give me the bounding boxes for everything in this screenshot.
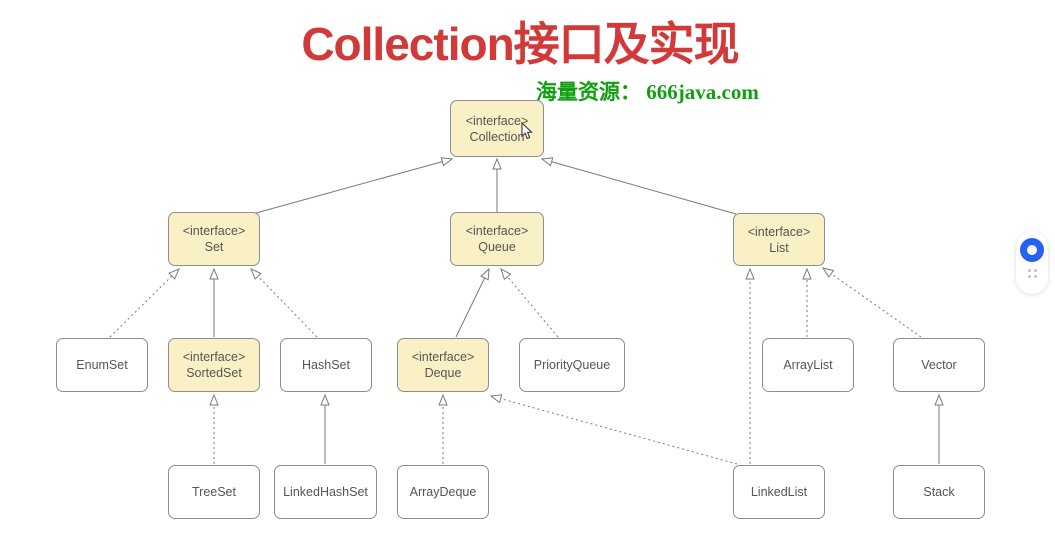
node-stack-name: Stack (923, 485, 955, 499)
node-linkedlist-name: LinkedList (750, 485, 808, 499)
node-linkedhashset: LinkedHashSet (274, 465, 377, 519)
node-deque-name: Deque (424, 366, 462, 380)
edge-deque-queue (455, 267, 490, 338)
edge-priorityqueue-queue (500, 267, 559, 338)
node-vector: Vector (893, 338, 985, 392)
node-arraydeque-name: ArrayDeque (409, 485, 477, 499)
node-priorityqueue-name: PriorityQueue (533, 358, 611, 372)
node-list: <interface> List (733, 213, 825, 266)
node-collection-stereotype: <interface> (465, 113, 529, 128)
edge-vector-list (821, 267, 922, 338)
node-arraylist: ArrayList (762, 338, 854, 392)
edge-enumset-set (109, 268, 180, 338)
edge-set-collection (255, 157, 454, 214)
node-linkedhashset-name: LinkedHashSet (283, 485, 368, 499)
node-queue: <interface> Queue (450, 212, 544, 266)
node-set-stereotype: <interface> (182, 224, 246, 238)
node-list-stereotype: <interface> (747, 224, 811, 239)
node-hashset: HashSet (280, 338, 372, 392)
node-queue-stereotype: <interface> (465, 224, 529, 238)
node-stack: Stack (893, 465, 985, 519)
page-title: Collection接口及实现 (301, 18, 739, 70)
edge-list-collection (540, 157, 737, 215)
edge-hashset-set (250, 268, 318, 338)
node-sortedset-stereotype: <interface> (182, 350, 246, 364)
node-arraylist-name: ArrayList (783, 358, 833, 372)
node-treeset-name: TreeSet (191, 485, 236, 499)
node-enumset-name: EnumSet (76, 358, 128, 372)
drag-dots-icon[interactable] (1027, 269, 1037, 278)
node-priorityqueue: PriorityQueue (519, 338, 625, 392)
node-deque-stereotype: <interface> (411, 350, 475, 364)
node-list-name: List (769, 240, 789, 255)
node-deque: <interface> Deque (397, 338, 489, 392)
watermark-text: 海量资源： 666java.com (536, 80, 759, 104)
node-set: <interface> Set (168, 212, 260, 266)
node-enumset: EnumSet (56, 338, 148, 392)
node-sortedset-name: SortedSet (186, 366, 242, 380)
node-sortedset: <interface> SortedSet (168, 338, 260, 392)
node-queue-name: Queue (478, 240, 516, 254)
node-set-name: Set (204, 240, 224, 254)
node-collection: <interface> Collection (450, 100, 544, 157)
node-linkedlist: LinkedList (733, 465, 825, 519)
node-hashset-name: HashSet (302, 358, 350, 372)
node-treeset: TreeSet (168, 465, 260, 519)
node-collection-name: Collection (469, 129, 525, 144)
edge-linkedlist-deque (489, 394, 738, 465)
blue-ring-logo-icon[interactable] (1020, 238, 1044, 262)
node-vector-name: Vector (921, 358, 957, 372)
floating-extension-widget (1016, 232, 1048, 294)
node-arraydeque: ArrayDeque (397, 465, 489, 519)
mouse-cursor-icon (521, 122, 533, 140)
